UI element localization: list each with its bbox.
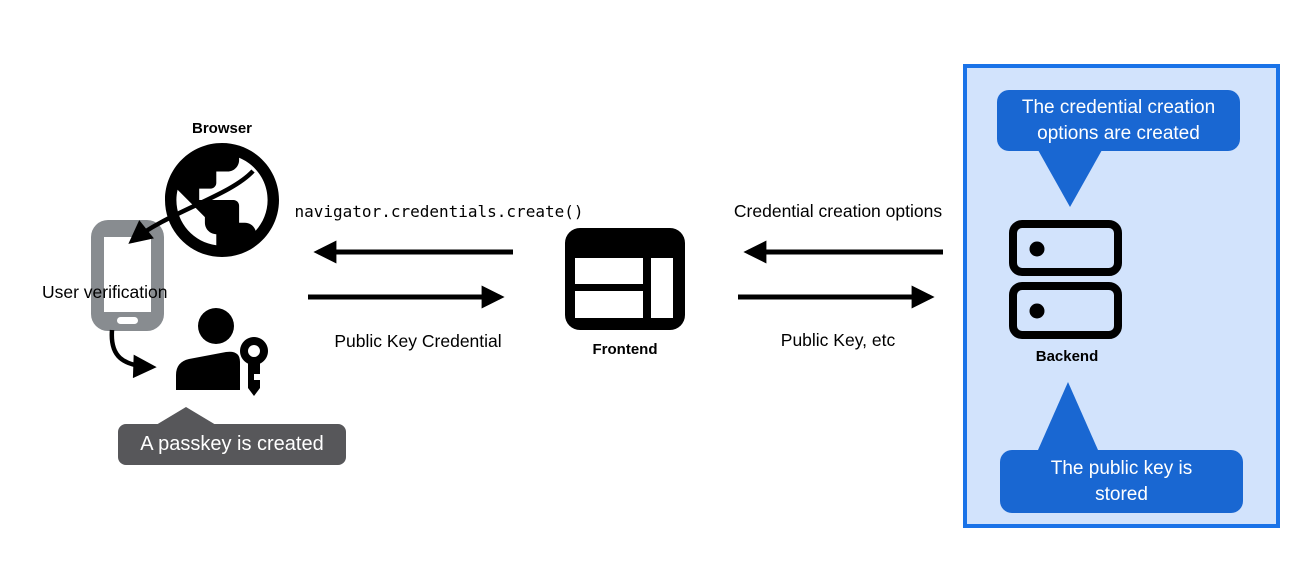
- callout-key-stored-line1: The public key is: [1050, 457, 1193, 479]
- callout-key-stored-line2: stored: [1095, 483, 1148, 505]
- credential-creation-options-text: Credential creation options: [733, 201, 943, 221]
- public-key-etc-text: Public Key, etc: [780, 330, 896, 350]
- callout-options-created-line2: options are created: [1037, 122, 1200, 144]
- browser-label: Browser: [191, 120, 253, 137]
- callout-passkey-created-text: A passkey is created: [140, 433, 324, 455]
- callout-passkey-created: A passkey is created: [118, 424, 346, 465]
- public-key-credential-text: Public Key Credential: [334, 331, 502, 351]
- create-call-text: navigator.credentials.create(): [294, 202, 584, 221]
- callout-passkey-created-pointer: [156, 407, 216, 425]
- callout-options-created: The credential creation options are crea…: [997, 90, 1240, 151]
- user-verification-label: User verification: [42, 282, 168, 302]
- arrow-browser-to-verification: [128, 169, 255, 244]
- callout-key-stored-pointer: [1038, 382, 1098, 450]
- smartphone-icon: [91, 220, 164, 331]
- frontend-label: Frontend: [592, 341, 658, 358]
- globe-icon: [165, 143, 279, 257]
- server-stack-icon: [1009, 220, 1122, 339]
- callout-options-created-pointer: [1038, 150, 1102, 207]
- callout-key-stored: The public key is stored: [1000, 450, 1243, 513]
- person-key-icon: [176, 308, 269, 396]
- backend-label: Backend: [1035, 348, 1099, 365]
- callout-options-created-line1: The credential creation: [1021, 96, 1216, 118]
- browser-window-icon: [565, 228, 685, 330]
- arrow-verification-to-passkey: [109, 329, 157, 379]
